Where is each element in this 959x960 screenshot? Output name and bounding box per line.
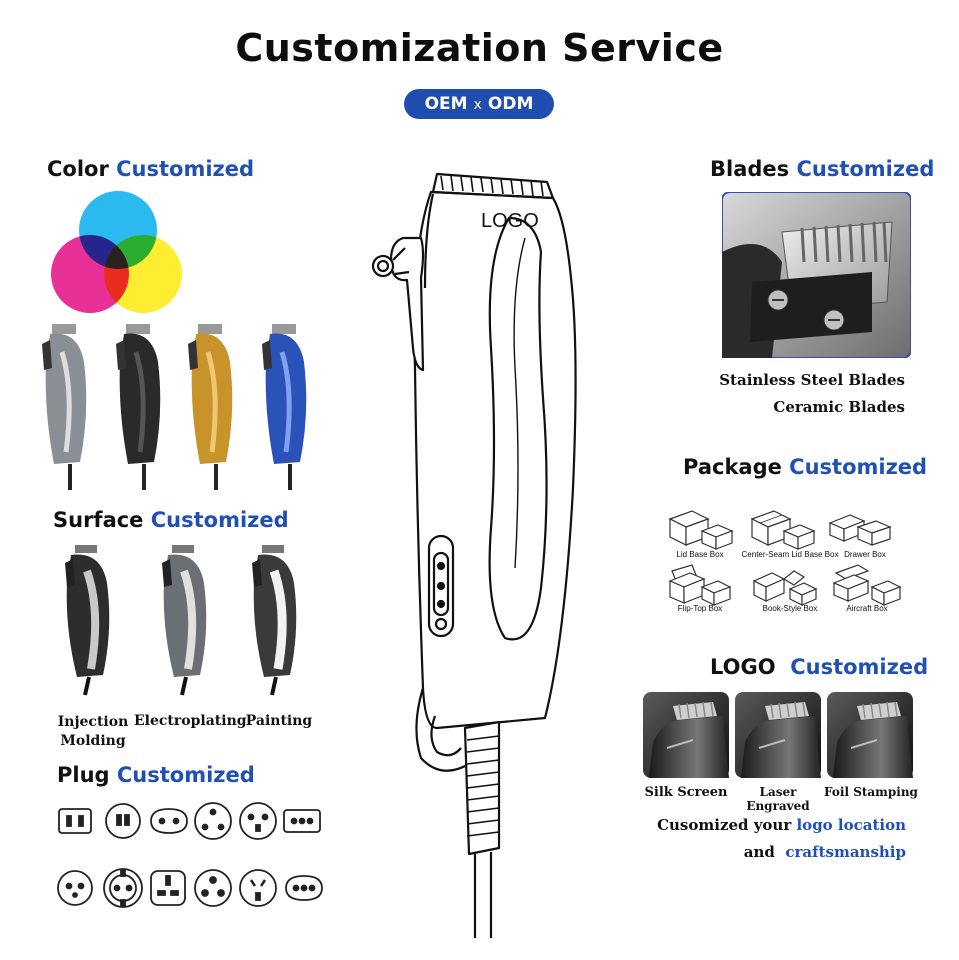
blades-section-title: Blades Customized xyxy=(710,157,934,181)
package-label-flip-top: Flip-Top Box xyxy=(677,604,723,613)
lid-base-box-icon xyxy=(668,510,734,550)
clipper-silver xyxy=(42,324,87,490)
plug-type-g-icon xyxy=(57,870,93,906)
color-section-title: Color Customized xyxy=(47,157,254,181)
package-label-book-style: Book-Style Box xyxy=(762,604,818,613)
badge-odm: ODM xyxy=(487,94,534,114)
blade-photo xyxy=(722,192,911,358)
logo-caption-line1: Cusomized your logo location xyxy=(657,816,906,834)
plug-type-k-icon xyxy=(239,869,277,907)
package-label-aircraft: Aircraft Box xyxy=(846,604,888,613)
package-label-drawer: Drawer Box xyxy=(844,550,886,559)
color-title-plain: Color xyxy=(47,157,109,181)
color-title-highlight: Customized xyxy=(116,157,255,181)
logo-title-plain: LOGO xyxy=(710,655,776,679)
package-icons xyxy=(668,510,902,606)
surface-title-plain: Surface xyxy=(53,508,144,532)
blades-line1: Stainless Steel Blades xyxy=(719,371,905,389)
plug-section-title: Plug Customized xyxy=(57,763,255,787)
book-style-box-icon xyxy=(752,570,818,606)
drawer-box-icon xyxy=(828,514,892,546)
silk-screen-photo xyxy=(643,692,730,778)
page-title: Customization Service xyxy=(235,26,724,70)
flip-top-box-icon xyxy=(668,564,732,606)
aircraft-box-icon xyxy=(832,564,902,606)
clipper-black xyxy=(116,324,161,490)
logo-method-foil-stamping: Foil Stamping xyxy=(824,785,918,799)
plug-type-b-icon xyxy=(105,803,141,839)
center-clipper-drawing xyxy=(371,172,577,938)
surface-section-title: Surface Customized xyxy=(53,508,289,532)
clipper-gold xyxy=(188,324,233,490)
logo-title-highlight: Customized xyxy=(790,655,929,679)
badge-oem: OEM xyxy=(424,94,468,114)
plug-type-e-icon xyxy=(239,802,277,840)
foil-stamping-photo xyxy=(826,692,913,778)
surface-electroplating xyxy=(162,545,207,696)
blades-title-plain: Blades xyxy=(710,157,790,181)
laser-engraved-photo xyxy=(734,692,822,778)
logo-caption-line2: and craftsmanship xyxy=(743,843,906,861)
plug-type-c-icon xyxy=(150,808,188,834)
plug-type-d-icon xyxy=(194,802,232,840)
oem-odm-badge: OEM x ODM xyxy=(404,89,554,119)
surface-label-electroplating: Electroplating xyxy=(134,713,247,729)
center-logo-text: LOGO xyxy=(481,210,539,232)
package-title-plain: Package xyxy=(683,455,782,479)
package-title-highlight: Customized xyxy=(789,455,928,479)
surface-painting xyxy=(252,545,297,696)
center-seam-box-icon xyxy=(750,510,816,550)
plug-type-h-icon xyxy=(103,868,143,908)
logo-method-silk-screen: Silk Screen xyxy=(644,785,728,800)
plug-type-a-icon xyxy=(58,808,92,834)
surface-injection xyxy=(65,545,110,696)
logo-section-title: LOGO Customized xyxy=(710,655,928,679)
plug-type-i-icon xyxy=(150,870,186,906)
surface-label-injection: Injection Molding xyxy=(57,714,129,749)
yellow-circle xyxy=(104,235,182,313)
plug-type-j-icon xyxy=(194,869,232,907)
color-circles xyxy=(51,191,182,313)
logo-method-photos xyxy=(643,692,913,778)
plug-title-plain: Plug xyxy=(57,763,110,787)
package-section-title: Package Customized xyxy=(683,455,927,479)
package-label-lid-base: Lid Base Box xyxy=(676,550,724,559)
blades-title-highlight: Customized xyxy=(796,157,935,181)
badge-x: x xyxy=(473,97,482,113)
plug-type-f-icon xyxy=(283,809,321,833)
package-label-center-seam: Center-Seam Lid Base Box xyxy=(741,550,839,559)
blades-line2: Ceramic Blades xyxy=(773,398,905,416)
logo-method-laser-engraved: Laser Engraved xyxy=(746,785,810,813)
surface-title-highlight: Customized xyxy=(150,508,289,532)
surface-clipper-row xyxy=(65,545,297,696)
clipper-blue xyxy=(262,324,307,490)
color-clipper-row xyxy=(42,324,307,490)
surface-label-painting: Painting xyxy=(245,713,313,729)
plug-title-highlight: Customized xyxy=(116,763,255,787)
plug-icons xyxy=(57,802,323,908)
plug-type-l-icon xyxy=(285,875,323,901)
